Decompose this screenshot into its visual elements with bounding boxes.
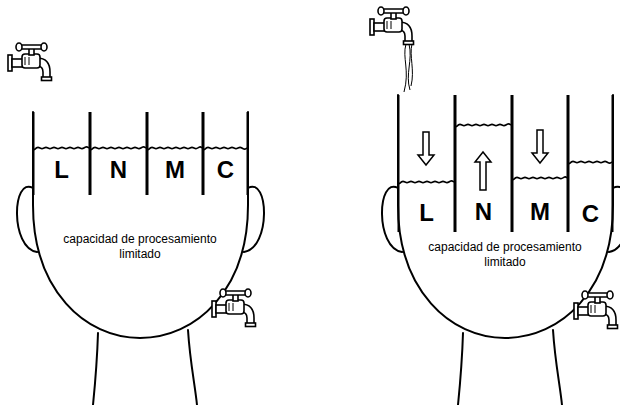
water-level <box>513 177 567 180</box>
capacity-tube: L <box>398 95 455 232</box>
head-caption: capacidad de procesamiento limitado <box>420 240 590 270</box>
stream-line <box>411 44 412 86</box>
tube-letter: N <box>90 156 147 184</box>
capacity-tube: N <box>455 95 512 232</box>
water-level <box>456 124 511 127</box>
tube-wall <box>569 95 613 232</box>
tube-letter: L <box>33 156 90 184</box>
faucet <box>8 43 52 81</box>
capacity-tube: C <box>568 95 613 232</box>
head-caption: capacidad de procesamiento limitado <box>55 232 225 262</box>
capacity-tube: N <box>90 112 147 195</box>
tube-wall <box>34 112 90 195</box>
tube-letter: C <box>568 200 613 228</box>
tube-wall <box>456 95 512 232</box>
capacity-tube: M <box>512 95 568 232</box>
stream-line <box>408 44 410 90</box>
tube-letter: N <box>455 198 512 226</box>
tube-letter: M <box>512 198 568 226</box>
up-arrow <box>475 152 491 190</box>
water-level <box>204 147 247 150</box>
level-arrows <box>418 130 548 190</box>
head-outline: capacidad de procesamiento limitado LNMC <box>365 0 620 405</box>
tube-wall <box>204 112 248 195</box>
tube-letter: C <box>203 156 248 184</box>
water-stream <box>404 44 412 92</box>
stream-line <box>404 44 406 92</box>
tube-wall <box>513 95 568 232</box>
tube-letter: L <box>398 199 455 227</box>
water-level <box>148 147 202 150</box>
capacity-tube: C <box>203 112 248 195</box>
faucet <box>212 289 256 327</box>
faucet <box>574 291 618 329</box>
tube-wall <box>148 112 203 195</box>
water-level <box>569 161 612 164</box>
water-level <box>399 181 454 184</box>
head-line <box>17 112 264 405</box>
capacity-tube: L <box>33 112 90 195</box>
capacity-tube: M <box>147 112 203 195</box>
faucet <box>370 7 414 45</box>
water-level <box>91 147 146 150</box>
tube-wall <box>91 112 147 195</box>
head-shape <box>365 0 620 405</box>
tube-letter: M <box>147 156 203 184</box>
down-arrow <box>418 132 434 165</box>
water-level <box>34 147 89 150</box>
tube-wall <box>399 95 455 232</box>
head-line <box>382 95 620 405</box>
down-arrow <box>532 130 548 163</box>
